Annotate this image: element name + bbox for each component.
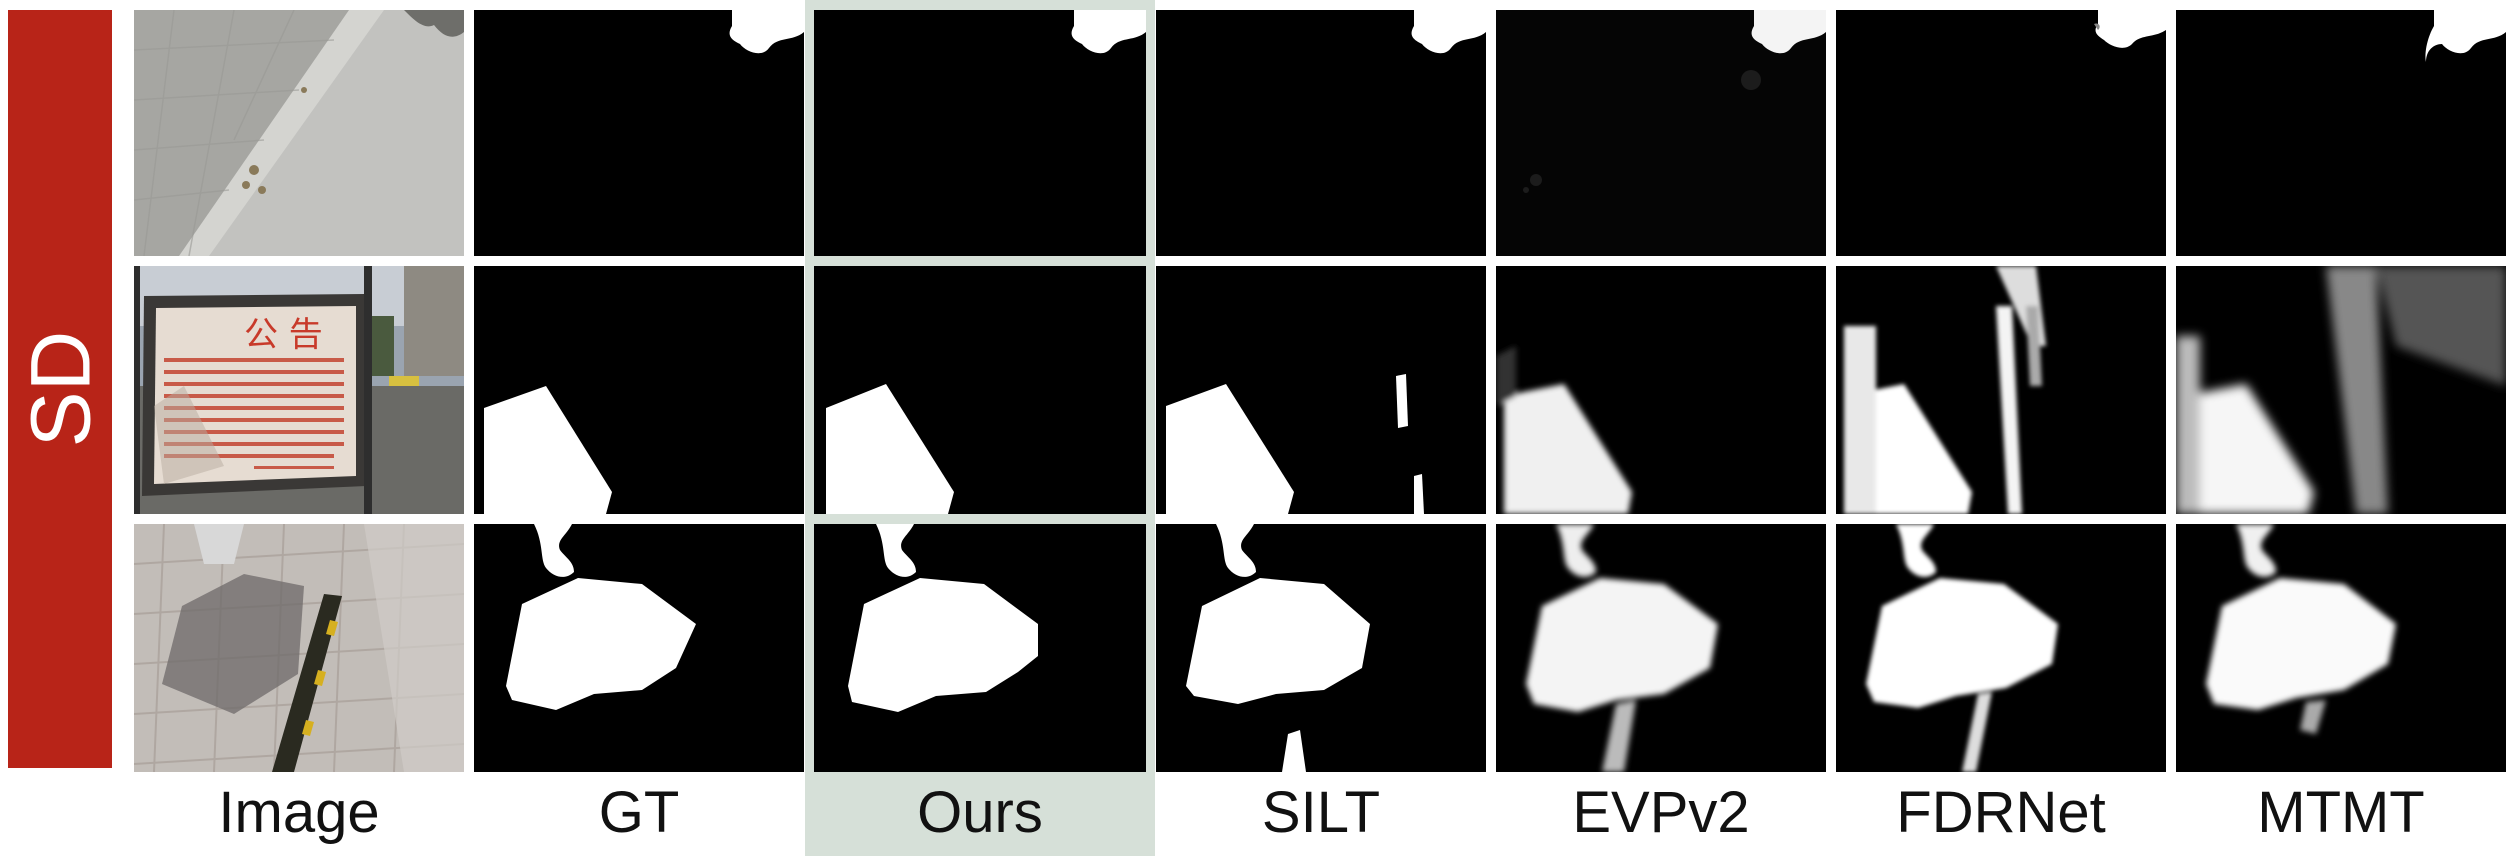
- row2-fdrnet-mask: [1836, 266, 2166, 514]
- column-label-image: Image: [218, 780, 380, 845]
- column-label-ours: Ours: [917, 780, 1043, 845]
- row1-ours-mask: [814, 10, 1146, 256]
- row1-mtmt-mask: [2176, 10, 2506, 256]
- dataset-label: SD: [8, 10, 112, 768]
- row3-mtmt-mask: [2176, 524, 2506, 772]
- column-label-gt: GT: [598, 780, 680, 845]
- row1-fdrnet-mask: [1836, 10, 2166, 256]
- row3-evpv2-mask: [1496, 524, 1826, 772]
- column-label-fdrnet: FDRNet: [1896, 780, 2106, 845]
- row2-mtmt-mask: [2176, 266, 2506, 514]
- row2-gt-mask: [474, 266, 804, 514]
- row1-silt-mask: [1156, 10, 1486, 256]
- svg-text:公 告: 公 告: [244, 315, 323, 355]
- row2-input-image: 公 告: [134, 266, 464, 514]
- column-label-mtmt: MTMT: [2257, 780, 2425, 845]
- row3-ours-mask: [814, 524, 1146, 772]
- row1-input-image: [134, 10, 464, 256]
- row3-silt-mask: [1156, 524, 1486, 772]
- row3-fdrnet-mask: [1836, 524, 2166, 772]
- row2-evpv2-mask: [1496, 266, 1826, 514]
- row1-evpv2-mask: [1496, 10, 1826, 256]
- row2-silt-mask: [1156, 266, 1486, 514]
- column-label-silt: SILT: [1261, 780, 1381, 845]
- row2-ours-mask: [814, 266, 1146, 514]
- column-label-evpv2: EVPv2: [1572, 780, 1750, 845]
- row3-gt-mask: [474, 524, 804, 772]
- row1-gt-mask: [474, 10, 804, 256]
- row3-input-image: [134, 524, 464, 772]
